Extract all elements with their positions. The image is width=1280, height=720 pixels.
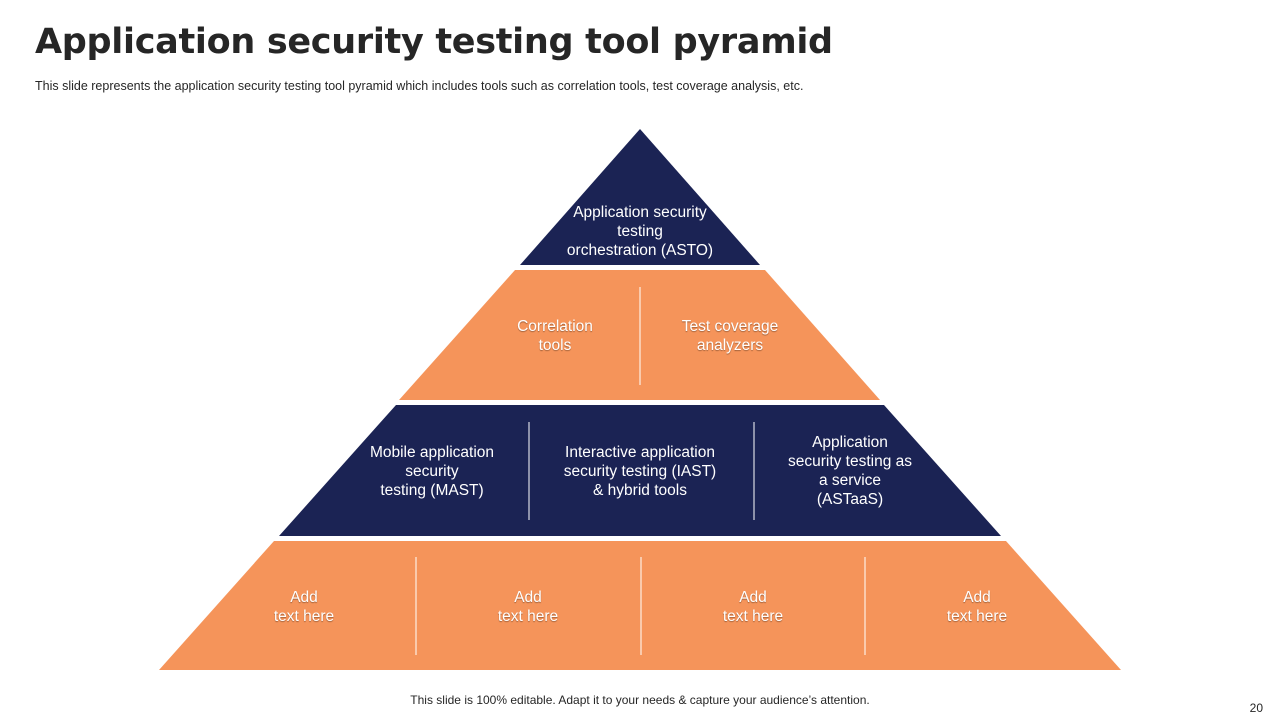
tier-2-label-coverage: Test coverage analyzers xyxy=(681,318,779,354)
slide-footer: This slide is 100% editable. Adapt it to… xyxy=(410,693,870,707)
pyramid-tier-1-shape xyxy=(520,129,760,265)
tier-4-label-2: Add text here xyxy=(497,589,559,625)
tier-3-label-iast: Interactive application security testing… xyxy=(563,443,717,499)
page-number: 20 xyxy=(1249,701,1263,715)
tier-3-label-mast: Mobile application security testing (MAS… xyxy=(369,443,495,499)
tier-4-label-4: Add text here xyxy=(946,589,1008,625)
pyramid-tier-4-shape xyxy=(159,541,1121,670)
pyramid-tier-3-shape xyxy=(279,405,1001,536)
tier-4-label-1: Add text here xyxy=(273,589,335,625)
tier-1-label: Application security testing orchestrati… xyxy=(566,203,714,259)
tier-3-label-astaas: Application security testing as a servic… xyxy=(787,434,913,508)
slide-subtitle: This slide represents the application se… xyxy=(35,79,804,93)
tier-2-label-correlation: Correlation tools xyxy=(517,318,593,354)
tier-4-label-3: Add text here xyxy=(722,589,784,625)
slide-title: Application security testing tool pyrami… xyxy=(35,22,833,62)
